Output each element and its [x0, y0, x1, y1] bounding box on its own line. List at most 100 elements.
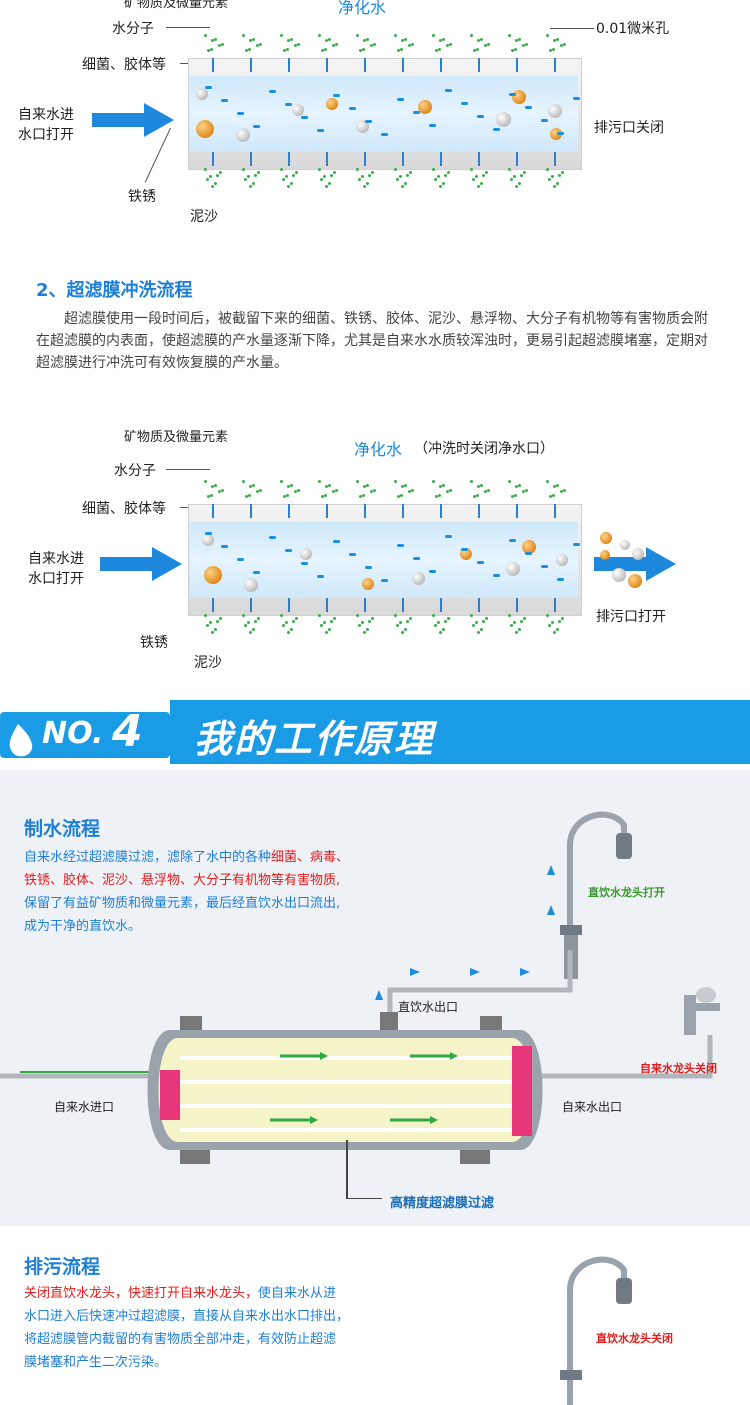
mineral-dot	[211, 631, 214, 634]
drain-text: 关闭直饮水龙头，快速打开自来水龙头，使自来水从进 水口进入后快速冲过超滤膜，直接…	[24, 1286, 350, 1370]
mineral-dot	[432, 34, 435, 37]
mineral-dot	[437, 621, 440, 624]
mineral-dot	[447, 171, 450, 174]
water-dash	[429, 570, 436, 573]
mineral-dot	[563, 489, 566, 492]
mineral-dot	[259, 489, 262, 492]
water-dash	[445, 535, 452, 538]
mineral-dot	[482, 620, 485, 623]
water-dash	[237, 112, 244, 115]
mineral-dot	[394, 168, 397, 171]
mineral-dot	[400, 494, 403, 497]
pore-pin	[326, 58, 328, 72]
mineral-dot	[561, 617, 564, 620]
mineral-dot	[551, 621, 554, 624]
mineral-dot	[449, 489, 452, 492]
mineral-dot	[447, 617, 450, 620]
mineral-dot	[252, 484, 255, 487]
mineral-dot	[477, 185, 480, 188]
mineral-dot	[335, 43, 338, 46]
water-dash	[269, 536, 276, 539]
water-dash	[541, 565, 548, 568]
mineral-dot	[283, 49, 286, 52]
mineral-dot	[366, 628, 369, 631]
mineral-dot	[318, 34, 321, 37]
sand-label: 泥沙	[190, 209, 218, 225]
mineral-dot	[320, 624, 323, 627]
mineral-dot	[432, 480, 435, 483]
water-dash	[381, 579, 388, 582]
mineral-dot	[287, 485, 290, 488]
mineral-dot	[254, 174, 257, 177]
mineral-dot	[558, 620, 561, 623]
mineral-dot	[556, 182, 559, 185]
mineral-dot	[487, 43, 490, 46]
mineral-dot	[444, 620, 447, 623]
mineral-dot	[371, 171, 374, 174]
production-text: 自来水经过超滤膜过滤，滤除了水中的各种细菌、病毒、 铁锈、胶体、泥沙、悬浮物、大…	[24, 850, 350, 934]
mineral-dot	[330, 620, 333, 623]
mineral-dot	[204, 168, 207, 171]
water-dash	[381, 133, 388, 136]
tap-closed-label: 自来水龙头关闭	[640, 1062, 717, 1075]
mineral-dot	[204, 614, 207, 617]
mineral-dot	[508, 480, 511, 483]
section2-paragraph: 超滤膜使用一段时间后，被截留下来的细菌、铁锈、胶体、泥沙、悬浮物、大分子有机物等…	[36, 311, 708, 371]
pore-pin	[402, 598, 404, 612]
mineral-dot	[280, 614, 283, 617]
mineral-dot	[209, 175, 212, 178]
mineral-dot	[325, 185, 328, 188]
mineral-dot	[514, 48, 517, 51]
mineral-dot	[290, 38, 293, 41]
mineral-dot	[292, 620, 295, 623]
rust-label: 铁锈	[128, 189, 156, 205]
mineral-dot	[482, 174, 485, 177]
mineral-dot	[473, 49, 476, 52]
pore-pin	[516, 58, 518, 72]
water-dash	[413, 557, 420, 560]
water-dash	[461, 548, 468, 551]
pore-pin	[250, 598, 252, 612]
water-dash	[317, 129, 324, 132]
pore-pin	[516, 152, 518, 166]
mineral-dot	[549, 49, 552, 52]
mineral-dot	[242, 168, 245, 171]
mineral-dot	[480, 38, 483, 41]
water-dash	[429, 124, 436, 127]
pore-pin	[212, 598, 214, 612]
mineral-dot	[553, 631, 556, 634]
pore-pin	[326, 598, 328, 612]
mineral-dot	[515, 39, 518, 42]
pore-pin	[288, 152, 290, 166]
mineral-dot	[438, 494, 441, 497]
pore-pin	[478, 58, 480, 72]
mineral-dot	[548, 624, 551, 627]
mineral-dot	[397, 495, 400, 498]
banner-no-number: 4	[112, 706, 143, 757]
mineral-dot	[211, 185, 214, 188]
mineral-dot	[515, 485, 518, 488]
mineral-dot	[363, 631, 366, 634]
mineral-dot	[370, 44, 373, 47]
mineral-dot	[370, 490, 373, 493]
mineral-dot	[511, 495, 514, 498]
mineral-dot	[435, 49, 438, 52]
mineral-dot	[560, 44, 563, 47]
inlet-label-line1-2: 自来水进	[28, 551, 84, 567]
mineral-dot	[563, 43, 566, 46]
mineral-dot	[286, 494, 289, 497]
mineral-dot	[242, 480, 245, 483]
mineral-dot	[371, 617, 374, 620]
mineral-dot	[396, 624, 399, 627]
mineral-dot	[556, 628, 559, 631]
mineral-dot	[475, 621, 478, 624]
mineral-dot	[242, 614, 245, 617]
mineral-dot	[511, 49, 514, 52]
water-dash	[269, 90, 276, 93]
mineral-dot	[211, 39, 214, 42]
mineral-dot	[356, 480, 359, 483]
water-dash	[365, 120, 372, 123]
water-dash	[237, 558, 244, 561]
mineral-dot	[249, 185, 252, 188]
production-title: 制水流程	[24, 818, 101, 840]
